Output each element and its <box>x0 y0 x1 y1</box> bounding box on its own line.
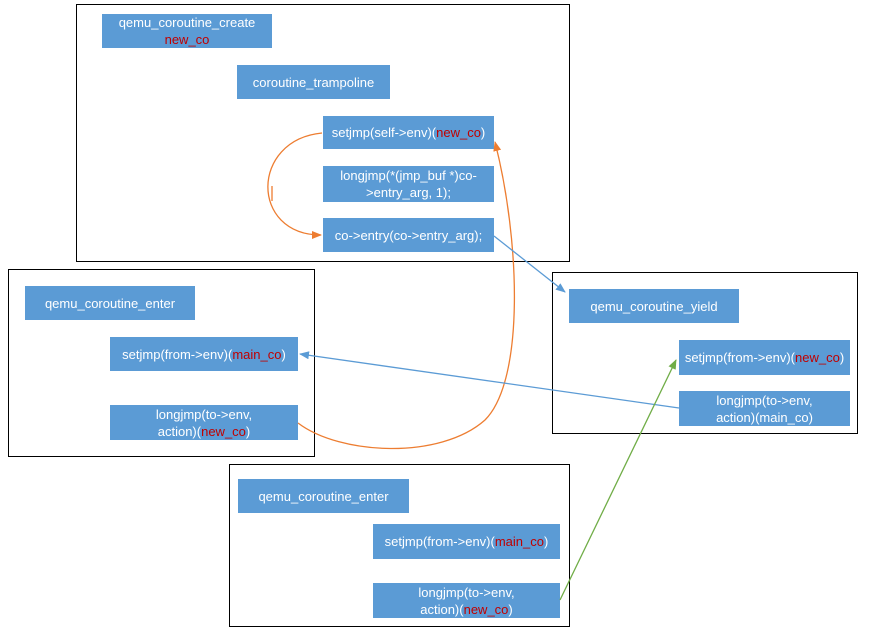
left-qemu-coroutine-enter-node: qemu_coroutine_enter <box>25 286 195 320</box>
node-highlight-label: new_co <box>164 32 210 47</box>
left-setjmp-from-env-node: setjmp(from->env)(main_co) <box>110 337 298 371</box>
node-label-close: ) <box>839 350 845 365</box>
node-label-line2: action)( <box>157 423 202 439</box>
node-label-close: ) <box>245 423 251 439</box>
right-group-frame <box>552 272 858 434</box>
node-label: longjmp(to->env, <box>716 392 813 408</box>
longjmp-entry-arg-node: longjmp(*(jmp_buf *)co- >entry_arg, 1); <box>323 166 494 202</box>
node-label: longjmp(to->env, <box>418 584 515 600</box>
node-label-line2: action)( <box>420 601 464 617</box>
node-label-line2: action)(main_co) <box>716 409 813 425</box>
node-highlight-label: new_co <box>463 601 509 617</box>
node-highlight-label: main_co <box>494 534 544 549</box>
node-label: setjmp(from->env)( <box>122 346 233 362</box>
bottom-setjmp-from-env-node: setjmp(from->env)(main_co) <box>373 524 560 559</box>
node-label: setjmp(from->env)( <box>684 350 795 365</box>
qemu-coroutine-yield-node: qemu_coroutine_yield <box>569 289 739 323</box>
node-label: qemu_coroutine_enter <box>258 488 389 504</box>
node-label: longjmp(*(jmp_buf *)co- <box>340 168 477 183</box>
node-highlight-label: main_co <box>232 346 282 362</box>
qemu-coroutine-create-node: qemu_coroutine_create new_co <box>102 14 272 48</box>
node-label: co->entry(co->entry_arg); <box>334 227 483 243</box>
bottom-longjmp-to-env-node: longjmp(to->env, action)(new_co) <box>373 583 560 618</box>
node-label-close: ) <box>480 125 486 140</box>
left-longjmp-to-env-node: longjmp(to->env, action)(new_co) <box>110 405 298 440</box>
node-highlight-label: new_co <box>436 125 481 140</box>
bottom-qemu-coroutine-enter-node: qemu_coroutine_enter <box>238 479 409 513</box>
node-label: setjmp(from->env)( <box>384 534 495 549</box>
coroutine-trampoline-node: coroutine_trampoline <box>237 65 390 99</box>
node-label: qemu_coroutine_yield <box>590 298 718 314</box>
co-entry-node: co->entry(co->entry_arg); <box>323 218 494 252</box>
node-label: coroutine_trampoline <box>252 74 375 90</box>
node-label-close: ) <box>281 346 286 362</box>
node-label-line2: >entry_arg, 1); <box>366 185 451 200</box>
node-highlight-label: new_co <box>795 350 840 365</box>
right-setjmp-from-env-node: setjmp(from->env)(new_co) <box>679 340 850 375</box>
node-label-close: ) <box>508 601 513 617</box>
right-longjmp-to-env-node: longjmp(to->env, action)(main_co) <box>679 391 850 426</box>
node-label: qemu_coroutine_enter <box>44 295 176 311</box>
node-label: qemu_coroutine_create <box>118 15 256 30</box>
setjmp-self-env-node: setjmp(self->env)(new_co) <box>323 116 494 149</box>
node-label-close: ) <box>543 534 549 549</box>
node-highlight-label: new_co <box>201 423 246 439</box>
node-label: longjmp(to->env, <box>155 406 253 422</box>
node-label: setjmp(self->env)( <box>331 125 437 140</box>
